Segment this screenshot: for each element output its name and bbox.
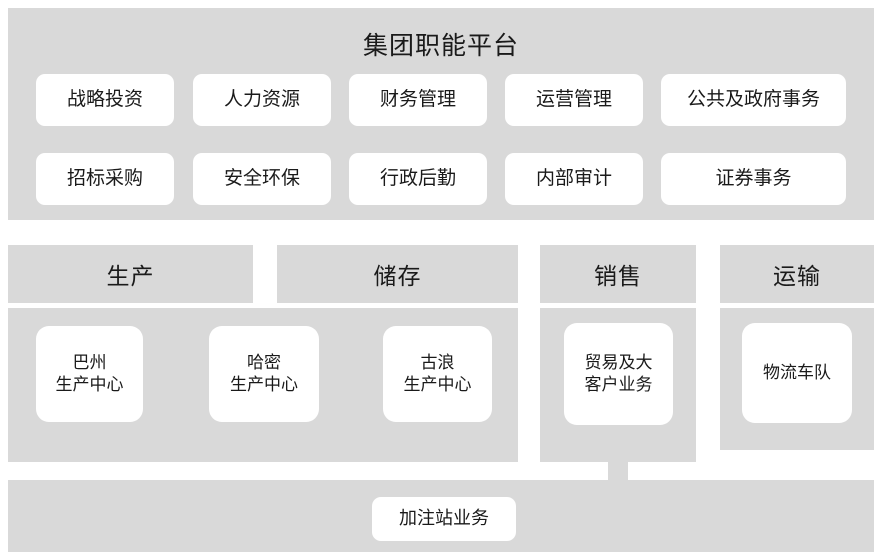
function-card-strategic-investment[interactable]: 战略投资 xyxy=(36,74,174,126)
function-card-financial-management[interactable]: 财务管理 xyxy=(349,74,487,126)
segment-header-production[interactable]: 生产 xyxy=(8,245,253,303)
function-card-operations-management[interactable]: 运营管理 xyxy=(505,74,643,126)
unit-card-bazhou-production-center[interactable]: 巴州 生产中心 xyxy=(36,326,143,422)
segment-header-transport[interactable]: 运输 xyxy=(720,245,874,303)
page-title: 集团职能平台 xyxy=(362,32,519,60)
unit-card-logistics-fleet[interactable]: 物流车队 xyxy=(742,323,852,423)
unit-card-trade-key-account-business[interactable]: 贸易及大 客户业务 xyxy=(564,323,673,425)
function-card-internal-audit[interactable]: 内部审计 xyxy=(505,153,643,205)
unit-card-hami-production-center[interactable]: 哈密 生产中心 xyxy=(209,326,319,422)
unit-card-gulang-production-center[interactable]: 古浪 生产中心 xyxy=(383,326,492,422)
function-card-safety-environment[interactable]: 安全环保 xyxy=(193,153,331,205)
segment-header-sales[interactable]: 销售 xyxy=(540,245,696,303)
function-card-public-government-affairs[interactable]: 公共及政府事务 xyxy=(661,74,846,126)
function-card-bidding-procurement[interactable]: 招标采购 xyxy=(36,153,174,205)
unit-card-refueling-station-business[interactable]: 加注站业务 xyxy=(372,497,516,541)
function-card-securities-affairs[interactable]: 证券事务 xyxy=(661,153,846,205)
segment-header-storage[interactable]: 储存 xyxy=(277,245,518,303)
function-card-human-resources[interactable]: 人力资源 xyxy=(193,74,331,126)
sales-to-station-connector xyxy=(608,461,628,482)
function-card-administration-logistics[interactable]: 行政后勤 xyxy=(349,153,487,205)
group-function-platform-panel: 集团职能平台 战略投资 人力资源 财务管理 运营管理 公共及政府事务 招标采购 … xyxy=(8,8,874,220)
